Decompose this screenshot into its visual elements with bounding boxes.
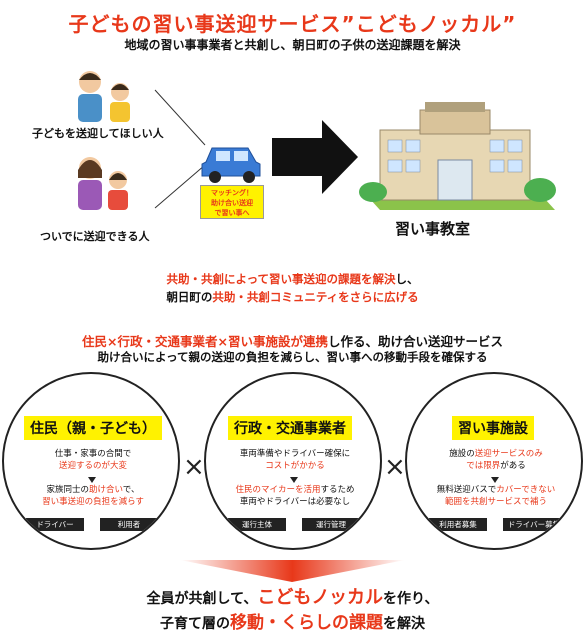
mission-line1-tail: し、 bbox=[395, 272, 419, 286]
circle-title: 習い事施設 bbox=[452, 416, 534, 440]
conclusion-line2-c: を解決 bbox=[383, 616, 425, 632]
circle-solution-c: 範囲を共創サービスで補う bbox=[444, 497, 547, 507]
matching-note-line3: で習い事へ bbox=[214, 209, 250, 217]
circle-problem-line1: 車両準備やドライバー確保に bbox=[239, 449, 351, 459]
mission-line2: 朝日町の共助・共創コミュニティをさらに広げる bbox=[0, 289, 585, 305]
circle-problem-line2: 送迎するのが大変 bbox=[58, 461, 127, 471]
matching-note-line2: 助け合い送迎 bbox=[211, 199, 253, 207]
mission-line2-head: 朝日町の bbox=[166, 290, 213, 304]
partnership-line2: 助け合いによって親の送迎の負担を減らし、習い事への移動手段を確保する bbox=[97, 350, 488, 364]
down-triangle-icon bbox=[491, 477, 499, 483]
role-tag: 利用者募集 bbox=[429, 518, 487, 531]
role-tag: ドライバー募集 bbox=[503, 518, 565, 531]
circle-solution-b: 助け合い bbox=[89, 485, 123, 495]
circle-solution-c: 車両やドライバーは必要なし bbox=[239, 497, 351, 507]
stakeholder-circle-residents: 住民（親・子ども） 仕事・家事の合間で 送迎するのが大変 家族同士の助け合いで、… bbox=[2, 372, 180, 550]
conclusion-line2-b: 移動・くらしの課題 bbox=[230, 613, 383, 633]
circle-solution-a: 家族同士の bbox=[46, 485, 90, 495]
circle-solution-c: で、 bbox=[122, 485, 140, 495]
role-tag: 運行管理 bbox=[302, 518, 360, 531]
circle-problem: 車両準備やドライバー確保に コストがかかる bbox=[226, 448, 364, 472]
circle-title: 住民（親・子ども） bbox=[24, 416, 162, 440]
conclusion-line1: 全員が共創して、こどもノッカルを作り、 bbox=[0, 583, 585, 609]
mission-line1-highlight: 共助・共創によって習い事送迎の課題を解決 bbox=[166, 272, 396, 286]
stakeholder-circle-facility: 習い事施設 施設の送迎サービスのみ では限界がある 無料送迎バスでカバーできない… bbox=[405, 372, 583, 550]
circle-solution: 住民のマイカーを活用するため 車両やドライバーは必要なし bbox=[226, 484, 364, 508]
person-b-label: ついでに送迎できる人 bbox=[40, 230, 150, 243]
circle-problem-a: 施設の bbox=[449, 449, 475, 459]
partnership-tail: し作る、助け合い送迎サービス bbox=[327, 334, 503, 349]
school-illustration bbox=[359, 102, 556, 210]
circle-solution-b: カバーできない bbox=[496, 485, 556, 495]
circle-problem-b: 送迎サービスのみ bbox=[474, 449, 543, 459]
role-tag: 利用者 bbox=[100, 518, 158, 531]
mission-line2-highlight: 共助・共創コミュニティをさらに広げる bbox=[212, 290, 419, 304]
circle-problem-line2: コストがかかる bbox=[265, 461, 325, 471]
partnership-highlight: 住民×行政・交通事業者×習い事施設が連携 bbox=[82, 334, 328, 349]
role-tag: ドライバー bbox=[26, 518, 84, 531]
circle-problem-d: がある bbox=[500, 461, 526, 471]
car-icon bbox=[201, 147, 261, 183]
down-triangle-icon bbox=[88, 477, 96, 483]
stakeholder-circle-government: 行政・交通事業者 車両準備やドライバー確保に コストがかかる 住民のマイカーを活… bbox=[204, 372, 382, 550]
page-title: 子どもの習い事送迎サービス”こどもノッカル” bbox=[68, 12, 517, 36]
conclusion-line2-a: 子育て層の bbox=[160, 616, 230, 632]
conclusion-line1-b: こどもノッカル bbox=[257, 587, 384, 608]
circle-problem: 施設の送迎サービスのみ では限界がある bbox=[427, 448, 565, 472]
down-triangle-icon bbox=[290, 477, 298, 483]
role-tag: 運行主体 bbox=[228, 518, 286, 531]
circle-solution-d: 習い事送迎の負担を減らす bbox=[42, 497, 144, 507]
times-symbol: × bbox=[183, 452, 205, 482]
arrow-icon bbox=[272, 120, 358, 194]
matching-note-line1: マッチング！ bbox=[211, 189, 253, 197]
circle-problem-c: では限界 bbox=[466, 461, 501, 471]
times-symbol: × bbox=[384, 452, 406, 482]
conclusion-line2: 子育て層の移動・くらしの課題を解決 bbox=[0, 608, 585, 633]
school-label: 習い事教室 bbox=[395, 220, 471, 238]
conclusion-line1-a: 全員が共創して、 bbox=[146, 591, 258, 607]
circle-solution: 家族同士の助け合いで、 習い事送迎の負担を減らす bbox=[24, 484, 162, 508]
conclusion-line1-c: を作り、 bbox=[383, 591, 439, 607]
circle-solution-b: するため bbox=[320, 485, 355, 495]
down-arrow-icon bbox=[180, 560, 405, 582]
person-a-label: 子どもを送迎してほしい人 bbox=[32, 127, 164, 140]
matching-note: マッチング！ 助け合い送迎 で習い事へ bbox=[200, 185, 264, 219]
matching-diagram bbox=[78, 71, 556, 210]
circle-solution: 無料送迎バスでカバーできない 範囲を共創サービスで補う bbox=[427, 484, 565, 508]
circle-problem: 仕事・家事の合間で 送迎するのが大変 bbox=[24, 448, 162, 472]
circle-solution-a: 無料送迎バスで bbox=[436, 485, 497, 495]
circle-title: 行政・交通事業者 bbox=[228, 416, 352, 440]
mission-line1: 共助・共創によって習い事送迎の課題を解決し、 bbox=[0, 271, 585, 287]
circle-problem-line1: 仕事・家事の合間で bbox=[54, 449, 132, 459]
page-subtitle: 地域の習い事事業者と共創し、朝日町の子供の送迎課題を解決 bbox=[124, 38, 461, 52]
partnership-line1: 住民×行政・交通事業者×習い事施設が連携し作る、助け合い送迎サービス bbox=[0, 331, 585, 350]
parent-child-illustration bbox=[78, 71, 130, 122]
helper-illustration bbox=[78, 157, 128, 210]
circle-solution-a: 住民のマイカーを活用 bbox=[235, 485, 321, 495]
